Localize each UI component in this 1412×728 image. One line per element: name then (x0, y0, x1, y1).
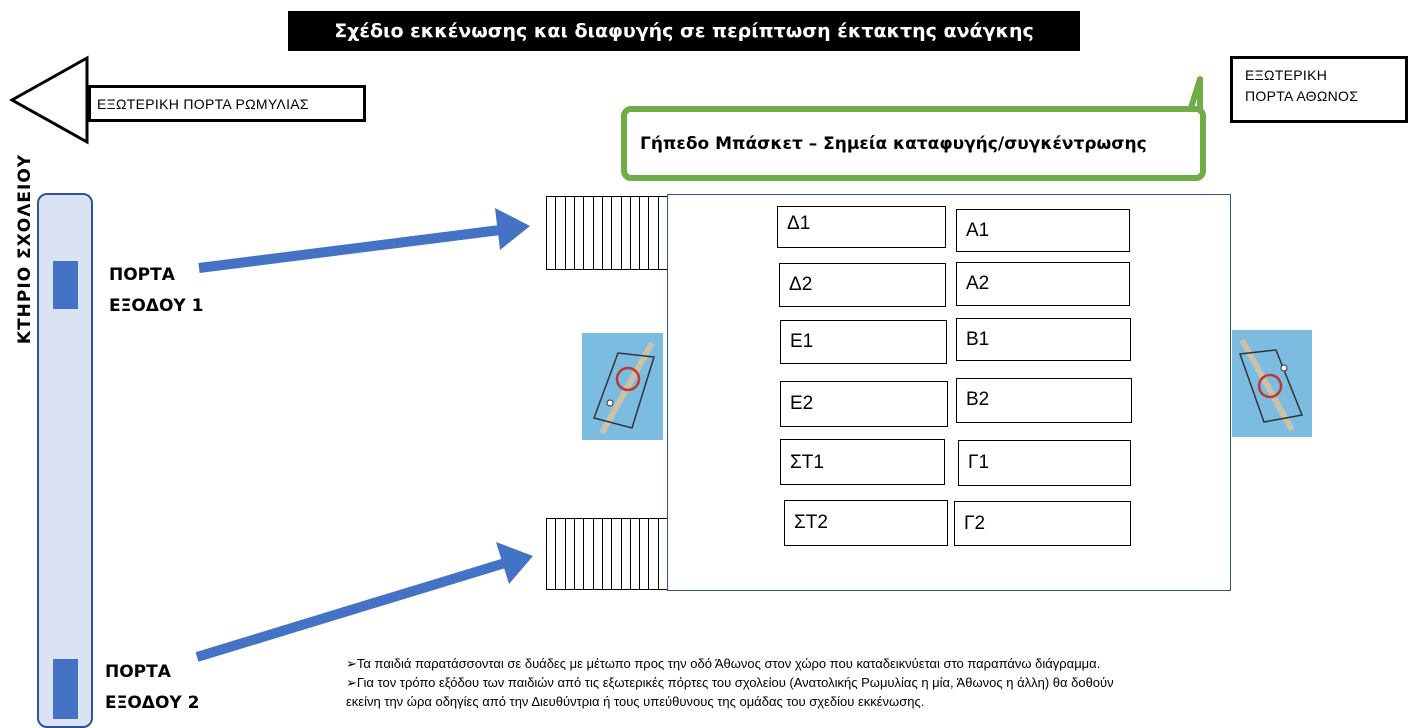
exit-2-line2: ΕΞΟΔΟΥ 2 (105, 693, 200, 713)
zone-E1: Ε1 (780, 320, 947, 364)
east-gate-label: ΕΞΩΤΕΡΙΚΗ ΠΟΡΤΑ ΑΘΩΝΟΣ (1230, 56, 1408, 123)
exit-1-line2: ΕΞΟΔΟΥ 1 (109, 296, 204, 316)
zone-A2: Α2 (956, 262, 1130, 306)
exit-2-arrow-icon (195, 542, 533, 662)
exit-1-arrow-icon (198, 208, 530, 273)
zone-B2: Β2 (956, 378, 1132, 423)
exit-door-2 (53, 659, 78, 719)
banner-callout-pointer-icon (1187, 76, 1203, 112)
exit-2-line1: ΠΟΡΤΑ (105, 662, 171, 682)
note-line-3: εκείνη την ώρα οδηγίες από την Διευθύντρ… (346, 694, 925, 709)
zone-G1: Γ1 (958, 440, 1131, 486)
basketball-hoop-right-icon (1232, 330, 1312, 437)
exit-1-label: ΠΟΡΤΑ ΕΞΟΔΟΥ 1 (109, 260, 203, 322)
diagram-title: Σχέδιο εκκένωσης και διαφυγής σε περίπτω… (288, 11, 1080, 51)
basketball-court (667, 194, 1231, 591)
exit-2-label: ΠΟΡΤΑ ΕΞΟΔΟΥ 2 (105, 657, 199, 719)
zone-B1: Β1 (956, 318, 1131, 361)
exit-door-1 (53, 261, 78, 309)
note-line-2: ➢Για τον τρόπο εξόδου των παιδιών από τι… (346, 675, 1114, 690)
zone-ST2: ΣΤ2 (784, 500, 948, 546)
instructions-notes: ➢Τα παιδιά παρατάσσονται σε δυάδες με μέ… (346, 654, 1406, 711)
stairs-bottom-icon (546, 518, 668, 590)
court-banner: Γήπεδο Μπάσκετ – Σημεία καταφυγής/συγκέν… (621, 106, 1206, 181)
zone-G2: Γ2 (954, 501, 1131, 546)
zone-ST1: ΣΤ1 (780, 439, 945, 485)
zone-D2: Δ2 (779, 263, 946, 307)
exit-1-line1: ΠΟΡΤΑ (109, 265, 175, 285)
zone-D1: Δ1 (777, 206, 946, 248)
zone-A1: Α1 (956, 209, 1130, 252)
east-gate-line2: ΠΟΡΤΑ ΑΘΩΝΟΣ (1245, 88, 1359, 104)
zone-E2: Ε2 (780, 381, 948, 427)
basketball-hoop-left-icon (582, 333, 663, 440)
note-line-1: ➢Τα παιδιά παρατάσσονται σε δυάδες με μέ… (346, 656, 1101, 671)
west-gate-arrow-icon (8, 55, 89, 145)
stairs-top-icon (546, 196, 668, 270)
east-gate-line1: ΕΞΩΤΕΡΙΚΗ (1245, 67, 1328, 83)
west-gate-label: ΕΞΩΤΕΡΙΚΗ ΠΟΡΤΑ ΡΩΜΥΛΙΑΣ (88, 85, 366, 122)
